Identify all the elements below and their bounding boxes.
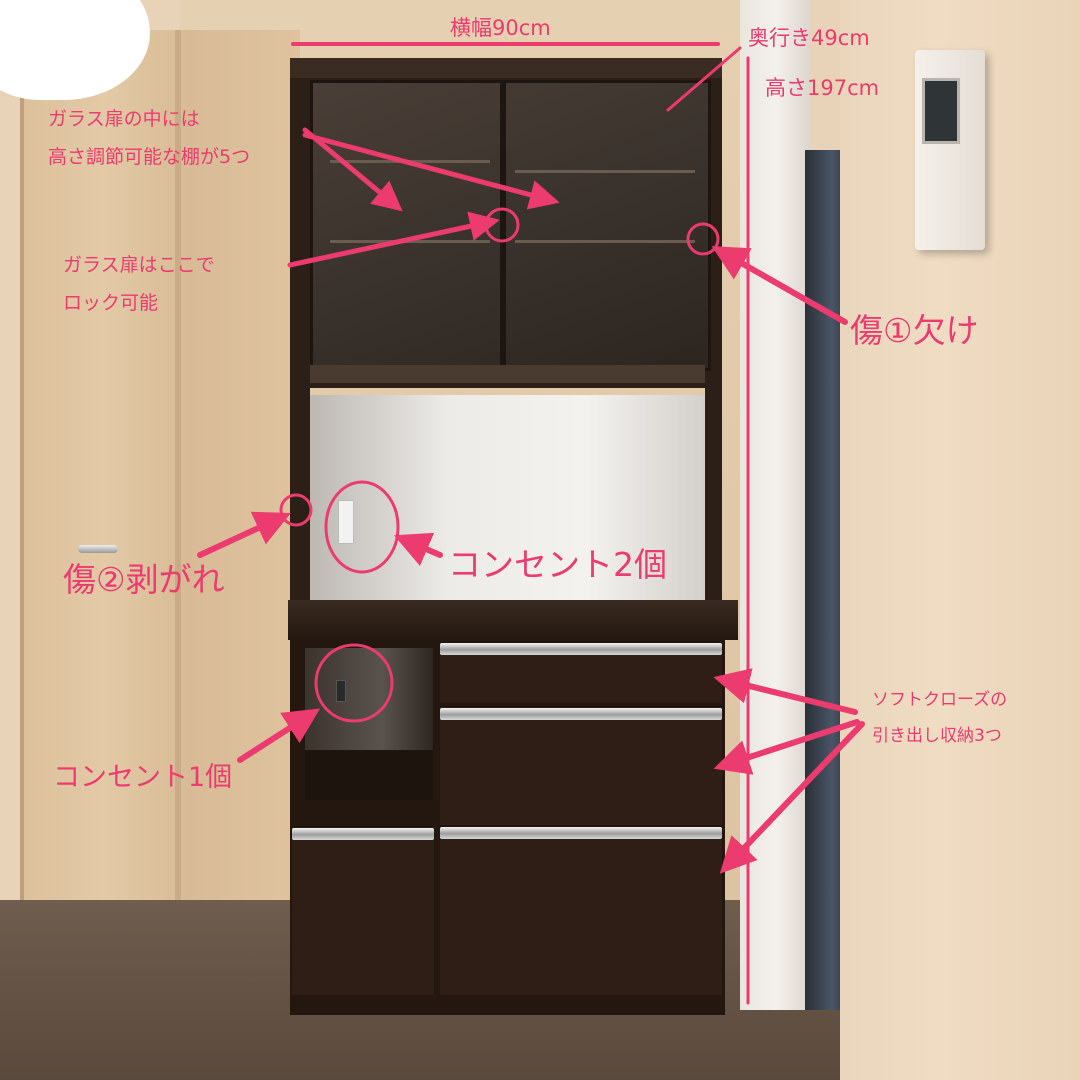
drawer-1-handle[interactable]	[440, 643, 722, 655]
shelf	[515, 240, 695, 243]
glass-lock-label-1: ガラス扉はここで	[63, 254, 215, 276]
glass-shelves-label-1: ガラス扉の中には	[48, 108, 200, 130]
drawer-3[interactable]	[440, 826, 722, 995]
upper-bottom-rail	[310, 365, 705, 383]
outlet-1	[336, 680, 346, 702]
outlet2-label: コンセント2個	[448, 545, 667, 584]
closet-seam	[175, 30, 181, 900]
glass-doors	[310, 80, 711, 371]
cabinet-side-right	[705, 388, 722, 608]
glass-shelves-label-2: 高さ調節可能な棚が5つ	[48, 146, 251, 168]
drawer-3-handle[interactable]	[440, 827, 722, 839]
drawers-label-1: ソフトクローズの	[872, 690, 1008, 710]
drawers-label-2: 引き出し収納3つ	[872, 726, 1002, 746]
drawer-2-handle[interactable]	[440, 708, 722, 720]
shelf	[330, 240, 490, 243]
niche-shelf	[305, 750, 433, 800]
cabinet-side-left	[290, 388, 310, 608]
intercom-screen	[922, 78, 960, 144]
small-cabinet-door[interactable]	[292, 826, 434, 995]
outlet-strip	[338, 500, 354, 544]
glass-door-divider	[500, 80, 506, 365]
height-label: 高さ197cm	[765, 76, 880, 100]
closet-edge	[20, 30, 24, 900]
damage1-label: 傷①欠け	[850, 311, 979, 350]
closet-handle	[78, 545, 118, 553]
glass-lock-label-2: ロック可能	[63, 292, 159, 314]
small-cabinet-handle[interactable]	[292, 828, 434, 840]
cabinet-crown	[290, 58, 722, 78]
wall-pillar	[740, 0, 810, 1010]
drawer-2[interactable]	[440, 706, 722, 825]
shelf	[515, 170, 695, 173]
shelf	[330, 160, 490, 163]
damage2-label: 傷②剥がれ	[63, 560, 225, 599]
countertop	[288, 600, 738, 640]
depth-label: 奥行き49cm	[748, 26, 870, 50]
width-label: 横幅90cm	[450, 16, 551, 40]
outlet1-label: コンセント1個	[53, 762, 233, 793]
